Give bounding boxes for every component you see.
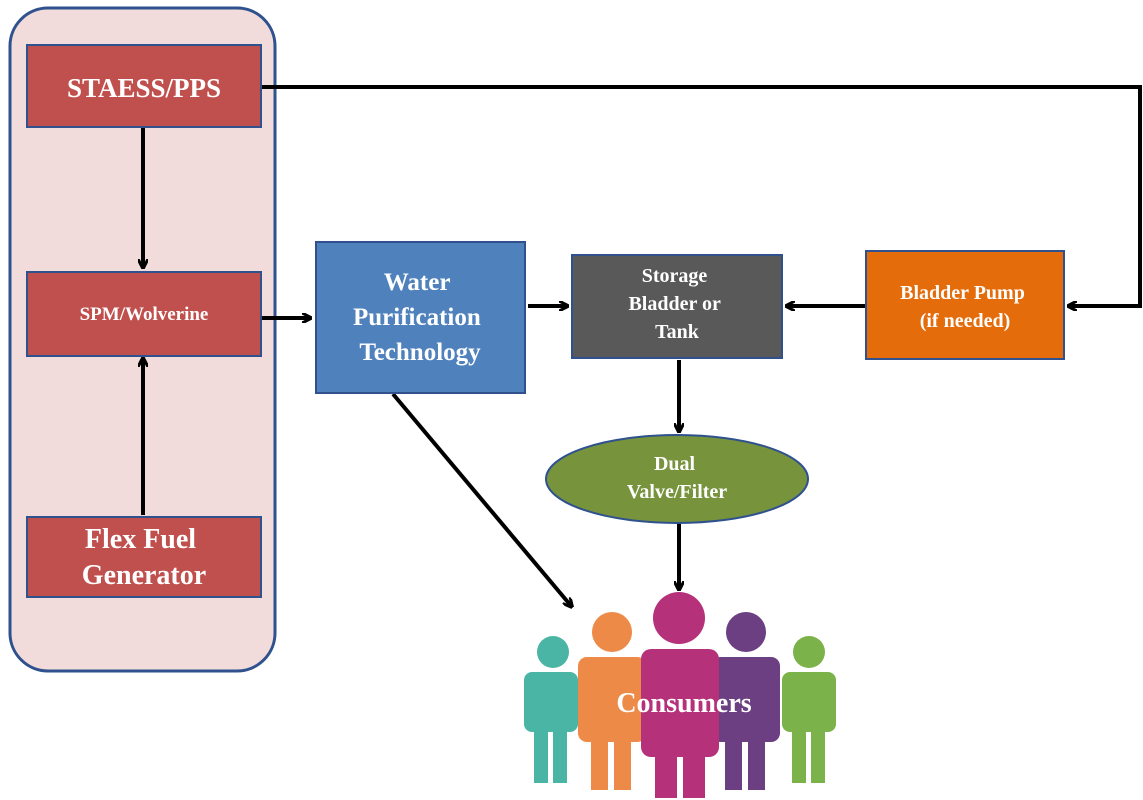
storage-bladder-node <box>571 254 783 359</box>
valve-line-1: Dual <box>654 453 696 475</box>
consumers-people-icon <box>524 592 836 798</box>
bladder-pump-label: Bladder Pump (if needed) <box>900 282 1030 332</box>
person-orange-icon <box>578 612 646 790</box>
pump-line-1: Bladder Pump <box>900 282 1025 304</box>
bladder-pump-node <box>865 250 1065 360</box>
water-line-3: Technology <box>359 339 481 366</box>
flex-fuel-generator-label: Flex Fuel Generator <box>82 524 206 591</box>
water-purification-label: Water Purification Technology <box>353 269 487 366</box>
person-purple-icon <box>712 612 780 790</box>
storage-line-2: Bladder or <box>628 293 721 315</box>
person-magenta-icon <box>641 592 719 798</box>
pump-line-2: (if needed) <box>920 310 1011 332</box>
dual-valve-filter-label: Dual Valve/Filter <box>627 453 727 503</box>
dual-valve-filter-node <box>545 434 809 524</box>
arrow-water-to-consumers <box>391 392 572 607</box>
staess-pps-label: STAESS/PPS <box>67 73 221 103</box>
staess-pps-node <box>26 44 262 128</box>
water-line-1: Water <box>384 269 451 296</box>
flex-fuel-generator-node <box>26 516 262 598</box>
storage-bladder-label: Storage Bladder or Tank <box>628 265 725 343</box>
valve-line-2: Valve/Filter <box>627 481 727 503</box>
storage-line-3: Tank <box>655 321 700 343</box>
flex-line-1: Flex Fuel <box>85 524 196 555</box>
person-teal-icon <box>524 636 578 783</box>
consumers-label: Consumers <box>616 688 751 719</box>
water-purification-node <box>315 241 526 394</box>
storage-line-1: Storage <box>642 265 708 287</box>
spm-wolverine-label: SPM/Wolverine <box>80 304 209 325</box>
connectors <box>143 85 1142 607</box>
flex-line-2: Generator <box>82 560 206 591</box>
water-line-2: Purification <box>353 304 481 331</box>
person-green-icon <box>782 636 836 783</box>
spm-wolverine-node <box>26 271 262 357</box>
arrow-staess-to-pump <box>262 85 1142 306</box>
